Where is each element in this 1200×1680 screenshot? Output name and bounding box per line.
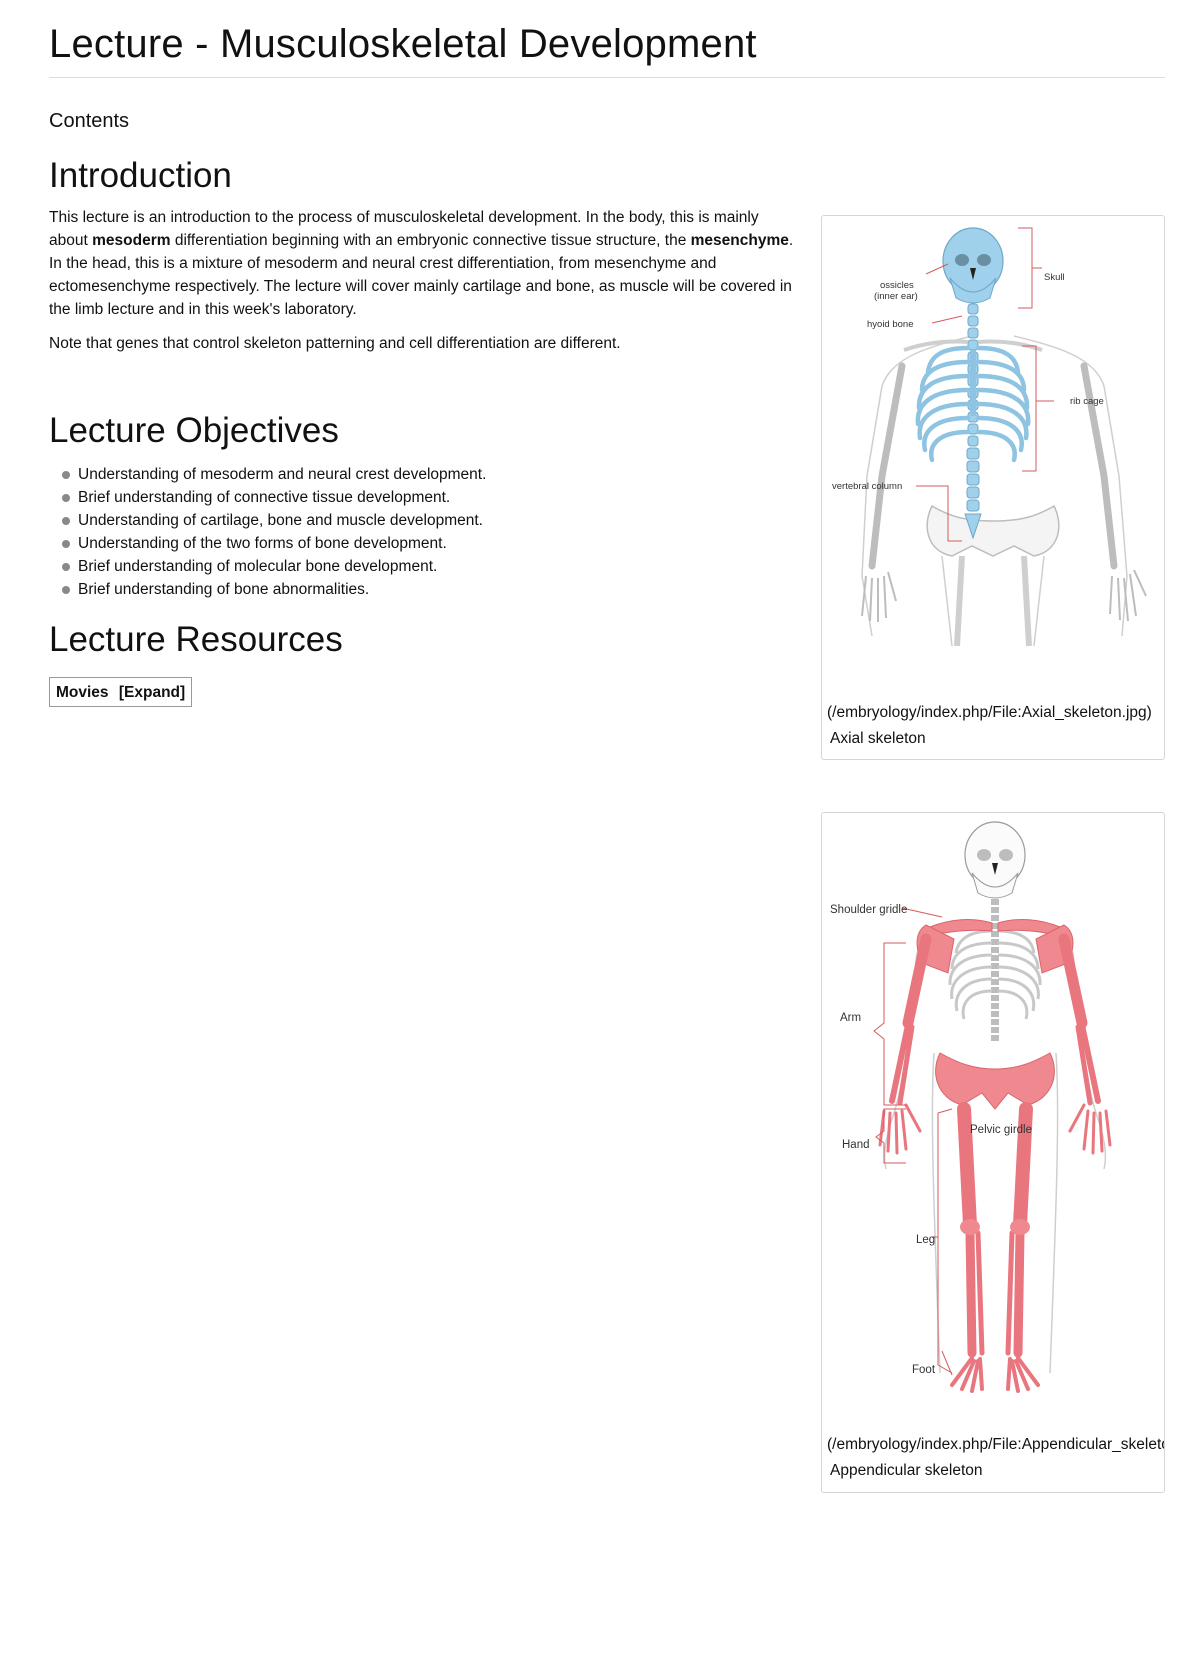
- knee-right: [1010, 1219, 1030, 1235]
- eye-socket-left: [955, 254, 969, 266]
- list-item: Understanding of mesoderm and neural cre…: [49, 463, 486, 486]
- list-item: Understanding of cartilage, bone and mus…: [49, 509, 486, 532]
- leg-bones: [954, 555, 1032, 647]
- introduction-paragraph-1: This lecture is an introduction to the p…: [49, 206, 801, 321]
- label-ossicles: ossicles: [880, 280, 914, 291]
- objectives-list: Understanding of mesoderm and neural cre…: [49, 463, 486, 601]
- figure-axial-skeleton: Skull ossicles (inner ear) hyoid bone ri…: [821, 215, 1165, 760]
- foot-right: [1006, 1356, 1040, 1393]
- pelvic-girdle: [935, 1052, 1055, 1110]
- leg-bones: [957, 1102, 1033, 1358]
- list-item: Brief understanding of molecular bone de…: [49, 555, 486, 578]
- rib-cage: [915, 345, 1031, 463]
- text-run: This lecture is an introduction to the p…: [49, 209, 759, 249]
- introduction-text: This lecture is an introduction to the p…: [49, 206, 801, 366]
- objectives-heading: Lecture Objectives: [49, 411, 339, 450]
- label-foot: Foot: [912, 1364, 936, 1376]
- introduction-heading: Introduction: [49, 156, 232, 195]
- eye-socket-left: [977, 849, 991, 861]
- nasal-cavity: [992, 863, 998, 875]
- contents-toggle[interactable]: Contents: [49, 110, 130, 132]
- label-skull: Skull: [1044, 272, 1065, 283]
- arm-bones: [889, 933, 1101, 1106]
- jaw: [971, 872, 1019, 899]
- resources-heading: Lecture Resources: [49, 620, 343, 659]
- label-arm: Arm: [840, 1012, 861, 1024]
- movies-label: Movies: [56, 684, 109, 701]
- knee-left: [960, 1219, 980, 1235]
- list-item: Brief understanding of bone abnormalitie…: [49, 578, 486, 601]
- page-title: Lecture - Musculoskeletal Development: [49, 22, 757, 66]
- axial-skeleton-image[interactable]: Skull ossicles (inner ear) hyoid bone ri…: [822, 216, 1163, 696]
- hand-right: [1109, 569, 1147, 622]
- term-mesenchyme: mesenchyme: [690, 232, 789, 249]
- nasal-cavity: [970, 268, 976, 280]
- figure-appendicular-skeleton: Shoulder gridle Arm Hand Pelvic girdle L…: [821, 812, 1165, 1493]
- movies-box: Movies [Expand]: [49, 677, 193, 707]
- text-run: . In the head, this is a mixture of meso…: [49, 232, 794, 318]
- label-hand: Hand: [842, 1139, 870, 1151]
- expand-toggle[interactable]: [Expand]: [118, 684, 186, 701]
- hand-left: [878, 1103, 922, 1155]
- vertebral-column: [964, 303, 982, 540]
- leader-lines: [873, 907, 953, 1376]
- arm-bones: [868, 362, 1118, 570]
- appendicular-skeleton-image[interactable]: Shoulder gridle Arm Hand Pelvic girdle L…: [822, 813, 1163, 1433]
- foot-left: [950, 1356, 984, 1393]
- list-item: Understanding of the two forms of bone d…: [49, 532, 486, 555]
- title-divider: [49, 77, 1165, 78]
- label-inner-ear: (inner ear): [874, 291, 918, 302]
- label-shoulder: Shoulder gridle: [830, 904, 907, 916]
- eye-socket-right: [999, 849, 1013, 861]
- label-vertebral: vertebral column: [832, 481, 902, 492]
- text-run: differentiation beginning with an embryo…: [170, 232, 691, 249]
- eye-socket-right: [977, 254, 991, 266]
- rib-cage: [948, 929, 1042, 1020]
- label-pelvic: Pelvic girdle: [970, 1124, 1032, 1136]
- figure-caption: Axial skeleton: [830, 730, 926, 747]
- list-item: Brief understanding of connective tissue…: [49, 486, 486, 509]
- figure-link[interactable]: (/embryology/index.php/File:Appendicular…: [827, 1436, 1164, 1453]
- jaw: [949, 277, 997, 304]
- pelvis: [926, 504, 1060, 557]
- figure-link[interactable]: (/embryology/index.php/File:Axial_skelet…: [827, 704, 1152, 721]
- term-mesoderm: mesoderm: [92, 232, 171, 249]
- body-outline: [861, 335, 1128, 647]
- figure-caption: Appendicular skeleton: [830, 1462, 983, 1479]
- hand-right: [1068, 1103, 1112, 1155]
- clavicles: [903, 339, 1043, 352]
- label-leg: Leg: [916, 1234, 935, 1246]
- label-rib-cage: rib cage: [1070, 396, 1104, 407]
- leader-lines: [916, 227, 1054, 542]
- label-hyoid: hyoid bone: [867, 319, 913, 330]
- introduction-paragraph-2: Note that genes that control skeleton pa…: [49, 335, 621, 352]
- hand-left: [861, 571, 897, 622]
